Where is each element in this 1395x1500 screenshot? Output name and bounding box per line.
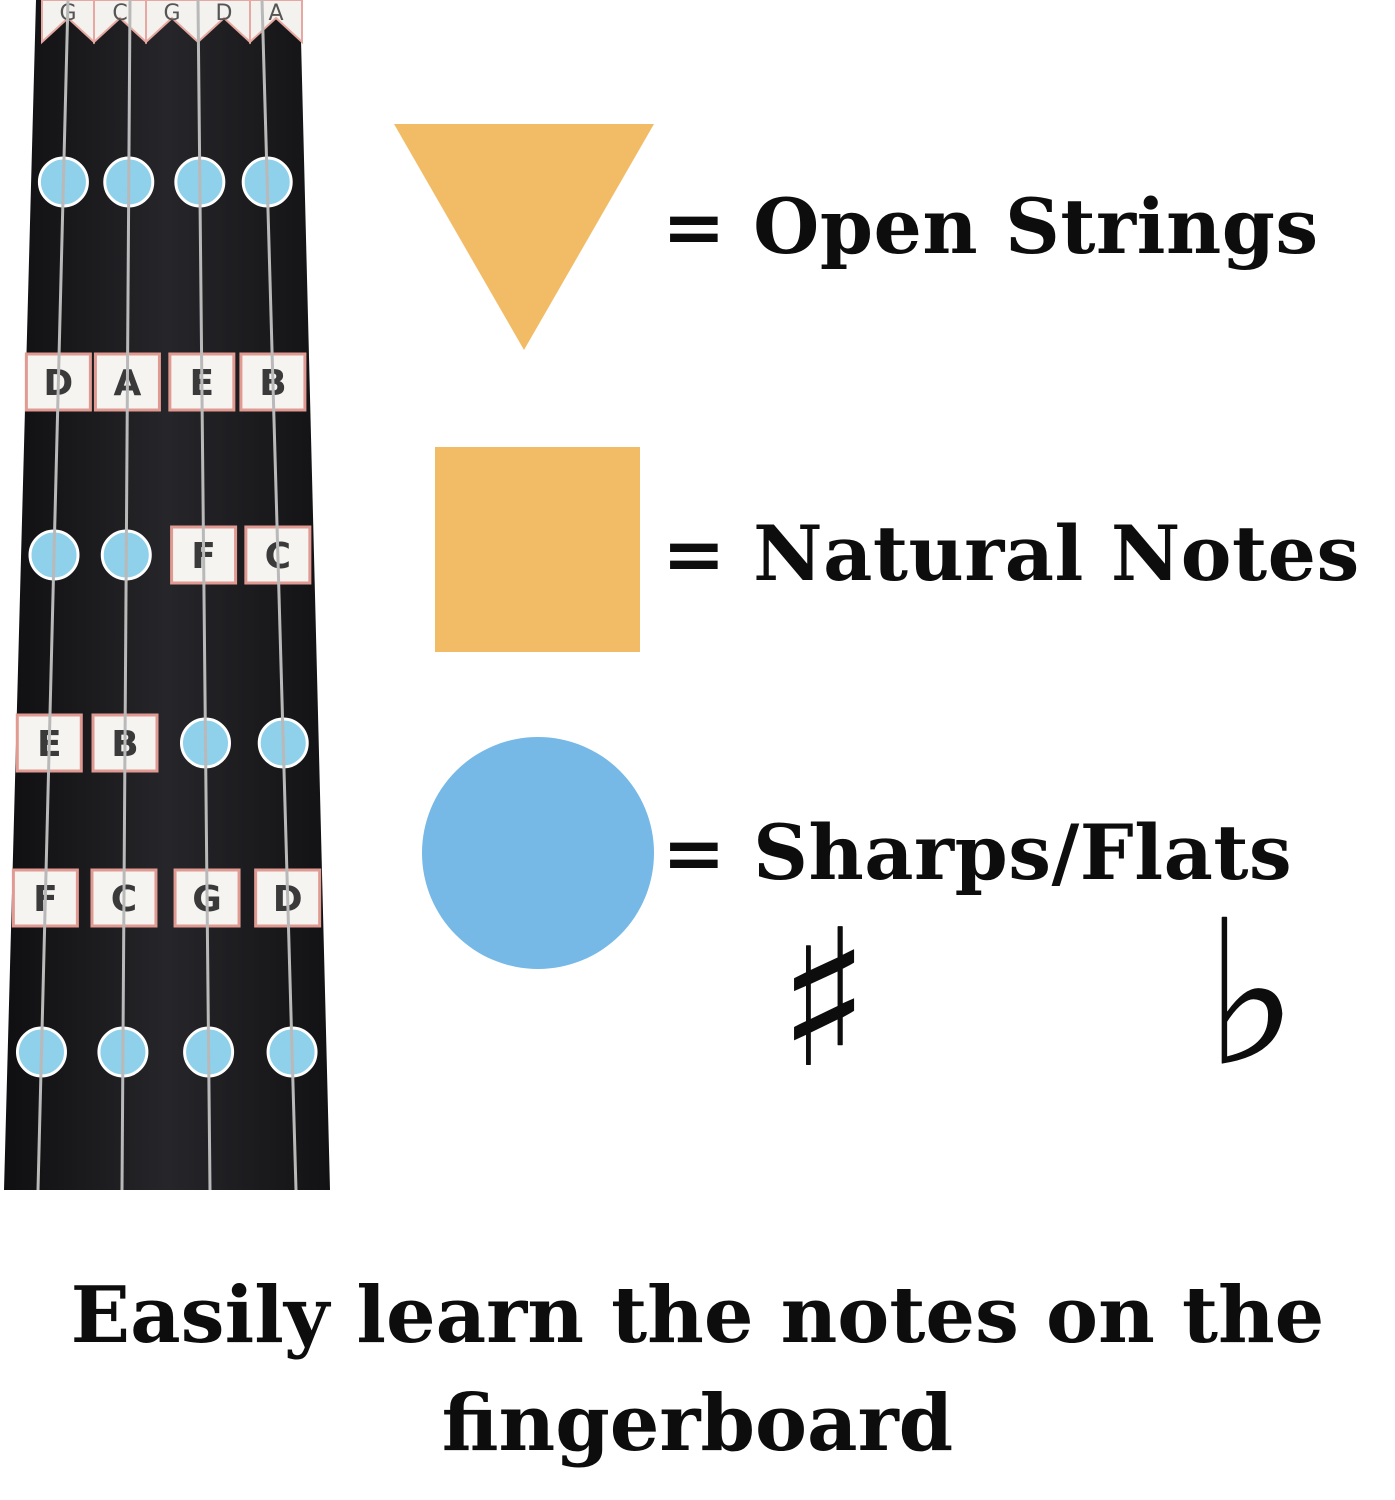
open-string-note: A bbox=[268, 1, 283, 26]
string-line bbox=[260, 0, 298, 1190]
orange-triangle-icon bbox=[394, 124, 654, 350]
open-string-marker: C bbox=[93, 0, 147, 45]
orange-square-icon bbox=[435, 447, 640, 652]
caption: Easily learn the notes on the fingerboar… bbox=[0, 1262, 1395, 1478]
open-string-note: C bbox=[112, 1, 127, 26]
open-strings-label: = Open Strings bbox=[662, 182, 1319, 271]
open-string-marker: G bbox=[145, 0, 199, 45]
string-line bbox=[120, 0, 132, 1190]
natural-notes-label: = Natural Notes bbox=[662, 509, 1360, 598]
caption-line-1: Easily learn the notes on the bbox=[70, 1270, 1325, 1361]
string-line bbox=[36, 0, 70, 1190]
caption-line-2: fingerboard bbox=[441, 1378, 954, 1469]
fingerboard-illustration: GCGDA DAEBFCEBFCGD bbox=[4, 0, 330, 1190]
sharps-flats-label: = Sharps/Flats bbox=[662, 808, 1293, 897]
sharp-symbol: ♯ bbox=[778, 889, 870, 1110]
string-line bbox=[196, 0, 212, 1190]
open-string-note: G bbox=[163, 1, 180, 26]
flat-symbol: ♭ bbox=[1204, 878, 1299, 1111]
blue-circle-icon bbox=[422, 737, 654, 969]
fingerboard-wood bbox=[4, 0, 330, 1190]
strings bbox=[36, 0, 298, 1190]
open-string-note: D bbox=[216, 1, 233, 26]
